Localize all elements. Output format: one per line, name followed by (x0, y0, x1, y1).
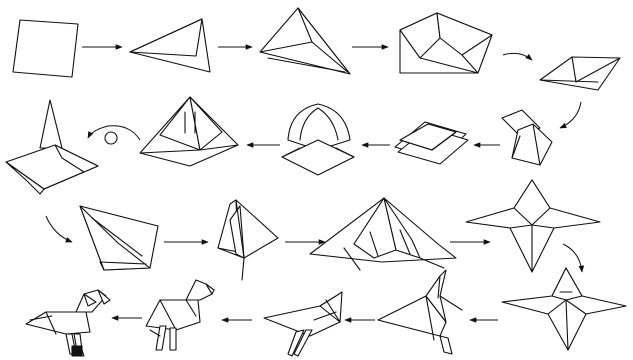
arrow-5 (560, 102, 581, 128)
step-8-petal-fold (282, 104, 354, 175)
arrow-10 (46, 216, 72, 242)
step-7-layered-square (395, 122, 468, 164)
arrow-4 (503, 53, 532, 60)
rotate-circle-icon (105, 132, 117, 144)
step-13-wings-spread (310, 198, 456, 270)
step-19-finished-bird (26, 290, 110, 356)
step-1-square-sheet (13, 20, 78, 77)
step-14-star-base (466, 180, 600, 272)
step-15-inverted-star (502, 268, 626, 350)
step-16-neck-fold (378, 270, 462, 354)
step-5-flattened-base (540, 57, 620, 90)
step-18-standing-bird (146, 280, 214, 350)
step-3-narrow-kite (260, 8, 350, 74)
step-2-diagonal-fold (130, 19, 210, 72)
step-17-body-legs (264, 292, 342, 356)
step-11-wing-fold (80, 206, 158, 270)
step-12-narrowed-wing (218, 200, 278, 280)
step-10-open-base (6, 100, 98, 194)
step-4-square-base (400, 13, 492, 73)
step-9-bird-base (140, 97, 238, 166)
step-6-reverse-layers (502, 110, 552, 165)
